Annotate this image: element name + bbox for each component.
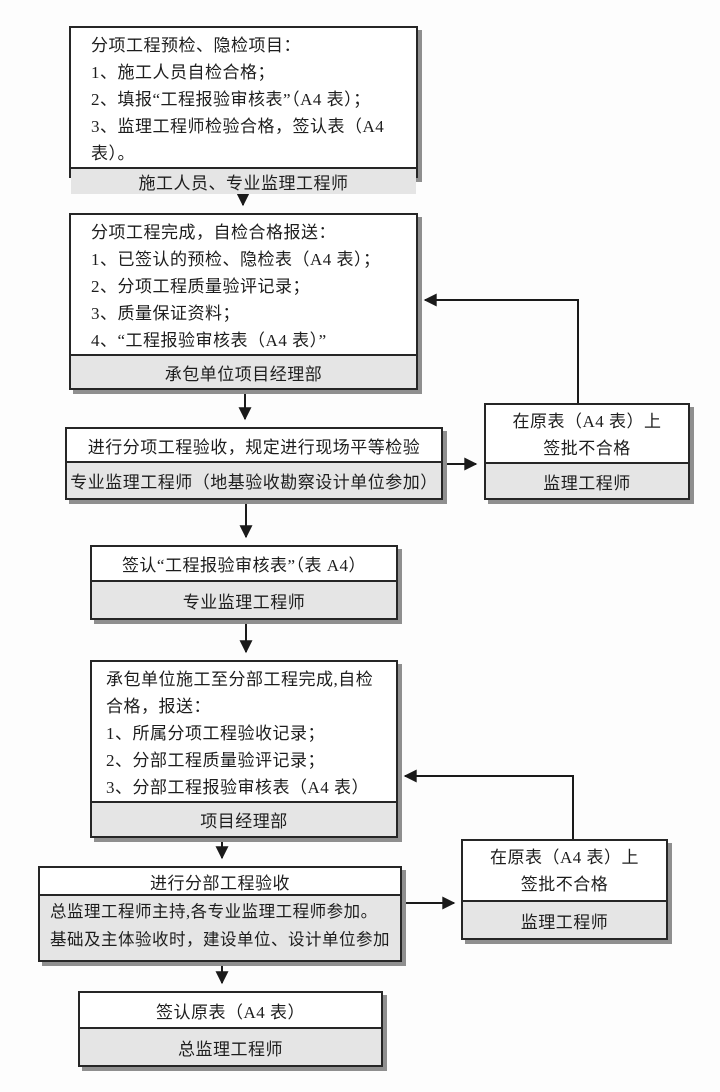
step-body: 承包单位施工至分部工程完成,自检合格，报送： 1、所属分项工程验收记录； 2、分… [92, 662, 396, 801]
step-body: 在原表（A4 表）上 签批不合格 [486, 405, 688, 462]
step-title: 签认“工程报验审核表”（表 A4） [121, 556, 367, 575]
text-line: 分项工程预检、隐检项目： [91, 36, 301, 55]
step-subitem-acceptance-box: 进行分项工程验收，规定进行现场平等检验 专业监理工程师（地基验收勘察设计单位参加… [65, 427, 443, 500]
text-line: 2、分项工程质量验评记录； [91, 277, 310, 296]
responsible-party: 专业监理工程师（地基验收勘察设计单位参加） [67, 461, 441, 498]
text-line: 3、质量保证资料； [91, 304, 240, 323]
text-line: 3、监理工程师检验合格，签认表（A4 表）。 [91, 117, 385, 163]
arrow-reject1-feedback [423, 293, 579, 403]
responsible-party: 专业监理工程师 [92, 580, 396, 618]
step-subitem-precheck-box: 分项工程预检、隐检项目： 1、施工人员自检合格； 2、填报“工程报验审核表”（A… [69, 26, 418, 194]
responsible-party: 承包单位项目经理部 [71, 354, 416, 388]
text-line: 1、已签认的预检、隐检表（A4 表）； [91, 250, 381, 269]
step-body: 在原表（A4 表）上 签批不合格 [463, 841, 666, 900]
text-line: 在原表（A4 表）上 [489, 848, 640, 867]
step-title: 进行分项工程验收，规定进行现场平等检验 [87, 437, 421, 457]
text-line: 承包单位施工至分部工程完成,自检合格，报送： [106, 670, 374, 716]
responsible-party: 监理工程师 [463, 900, 666, 938]
text-line: 签批不合格 [520, 875, 609, 894]
step-subdivision-report-box: 承包单位施工至分部工程完成,自检合格，报送： 1、所属分项工程验收记录； 2、分… [90, 660, 398, 838]
text-line: 1、施工人员自检合格； [91, 63, 275, 82]
text-line: 4、“工程报验审核表（A4 表）” [91, 331, 327, 350]
step-title: 进行分部工程验收 [150, 873, 290, 893]
step-reject-subdivision-box: 在原表（A4 表）上 签批不合格 监理工程师 [461, 839, 668, 940]
responsible-party: 总监理工程师 [80, 1027, 381, 1065]
text-line: 2、分部工程质量验评记录； [106, 751, 325, 770]
text-line: 在原表（A4 表）上 [512, 412, 662, 431]
step-sign-form-box: 签认“工程报验审核表”（表 A4） 专业监理工程师 [90, 545, 398, 620]
text-line: 3、分部工程报验审核表（A4 表） [106, 778, 370, 797]
step-subitem-report-box: 分项工程完成，自检合格报送： 1、已签认的预检、隐检表（A4 表）； 2、分项工… [69, 213, 418, 390]
arrow-reject2-feedback [403, 769, 574, 839]
step-reject-subitem-box: 在原表（A4 表）上 签批不合格 监理工程师 [484, 403, 690, 500]
responsible-party: 总监理工程师主持,各专业监理工程师参加。基础及主体验收时，建设单位、设计单位参加 [40, 894, 400, 960]
text-line: 1、所属分项工程验收记录； [106, 724, 325, 743]
step-subdivision-acceptance-box: 进行分部工程验收 总监理工程师主持,各专业监理工程师参加。基础及主体验收时，建设… [38, 866, 402, 962]
step-body: 分项工程完成，自检合格报送： 1、已签认的预检、隐检表（A4 表）； 2、分项工… [71, 215, 416, 354]
responsible-party: 施工人员、专业监理工程师 [71, 167, 416, 194]
text-line: 2、填报“工程报验审核表”（A4 表）； [91, 90, 371, 109]
responsible-party: 监理工程师 [486, 462, 688, 498]
step-body: 分项工程预检、隐检项目： 1、施工人员自检合格； 2、填报“工程报验审核表”（A… [71, 28, 416, 167]
step-title: 签认原表（A4 表） [155, 1002, 306, 1022]
text-line: 签批不合格 [543, 439, 631, 458]
responsible-party: 项目经理部 [92, 801, 396, 836]
step-sign-original-box: 签认原表（A4 表） 总监理工程师 [78, 991, 383, 1067]
text-line: 分项工程完成，自检合格报送： [91, 223, 336, 242]
